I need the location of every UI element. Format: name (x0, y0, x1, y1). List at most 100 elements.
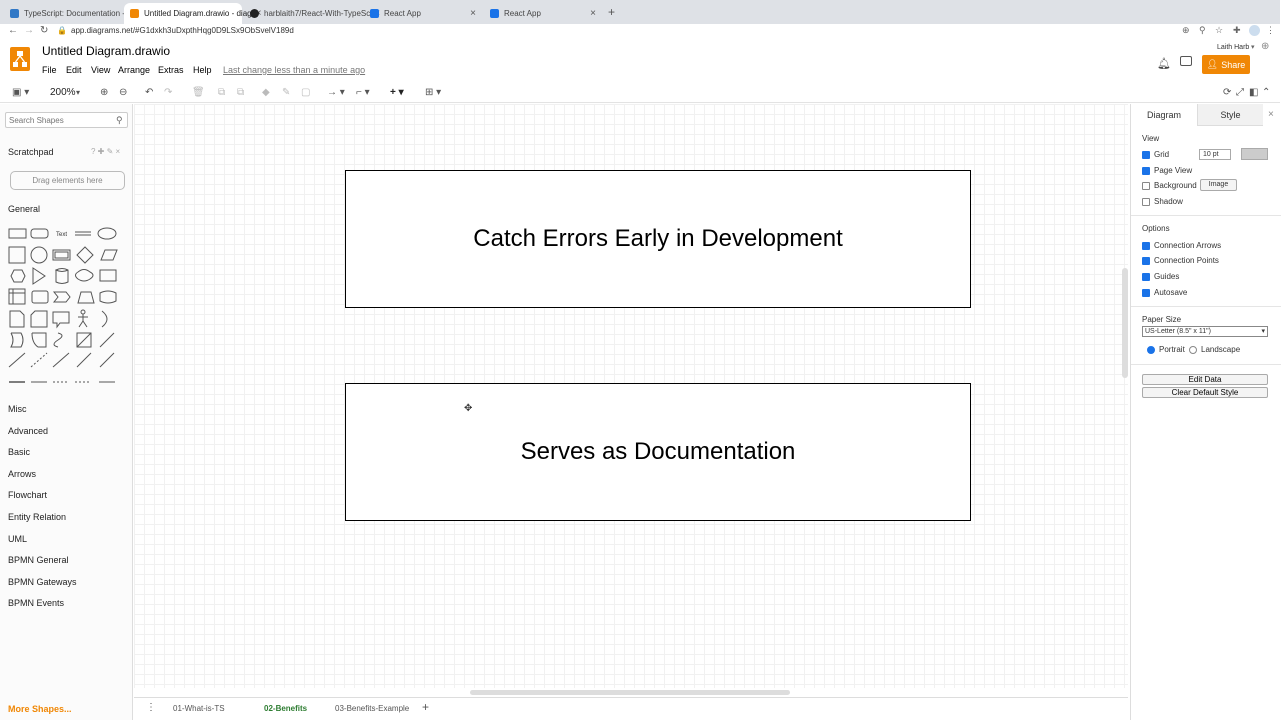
browser-tab[interactable]: TypeScript: Documentation - N × (4, 3, 143, 24)
search-shapes-input[interactable] (5, 112, 128, 128)
url-field[interactable]: app.diagrams.net/#G1dxkh3uDxpthHqg0D9LSx… (71, 26, 294, 35)
connection-points-checkbox[interactable]: Connection Points (1142, 256, 1219, 265)
back-icon[interactable]: ← (8, 25, 18, 36)
scratchpad-drop-area[interactable]: Drag elements here (10, 171, 125, 190)
section-arrows[interactable]: Arrows (8, 469, 37, 479)
section-misc[interactable]: Misc (8, 404, 27, 414)
section-uml[interactable]: UML (8, 534, 28, 544)
section-flowchart[interactable]: Flowchart (8, 490, 48, 500)
general-section-header[interactable]: General (8, 204, 41, 214)
connection-style-icon[interactable]: → ▾ (327, 87, 345, 98)
landscape-radio[interactable]: Landscape (1189, 345, 1240, 354)
diagram-canvas[interactable]: Catch Errors Early in Development Serves… (134, 104, 1128, 695)
forward-icon[interactable]: → (24, 25, 34, 36)
section-entity-relation[interactable]: Entity Relation (8, 512, 67, 522)
add-page-icon[interactable]: + (422, 700, 430, 714)
zoom-select[interactable]: 200% (50, 87, 76, 98)
vertical-scrollbar[interactable] (1122, 268, 1128, 378)
menu-edit[interactable]: Edit (66, 65, 82, 75)
horizontal-scrollbar[interactable] (470, 690, 790, 695)
tab-style[interactable]: Style (1197, 104, 1263, 126)
user-name[interactable]: Laith Harb (1217, 44, 1250, 51)
grid-color-button[interactable] (1241, 148, 1268, 160)
page-tab-active[interactable]: 02-Benefits (264, 704, 308, 713)
chevron-down-icon[interactable]: ▾ (76, 88, 81, 97)
section-bpmn-gateways[interactable]: BPMN Gateways (8, 577, 77, 587)
page-tab[interactable]: 01-What-is-TS (173, 704, 225, 713)
connection-arrows-checkbox[interactable]: Connection Arrows (1142, 241, 1221, 250)
sync-icon[interactable]: ⟳ (1223, 87, 1232, 98)
reload-icon[interactable]: ↻ (40, 25, 49, 36)
section-bpmn-events[interactable]: BPMN Events (8, 598, 65, 608)
zoom-in-icon[interactable]: ⊕ (100, 87, 109, 98)
zoom-out-icon[interactable]: ⊖ (119, 87, 128, 98)
section-advanced[interactable]: Advanced (8, 426, 49, 436)
share-button[interactable]: 👤︎ Share (1202, 55, 1250, 74)
grid-checkbox[interactable]: Grid (1142, 150, 1169, 159)
browser-menu-icon[interactable]: ⋮ (1266, 25, 1275, 35)
portrait-radio[interactable]: Portrait (1147, 345, 1185, 354)
redo-icon[interactable]: ↷ (164, 87, 173, 98)
diagram-box[interactable]: Catch Errors Early in Development (345, 170, 971, 308)
to-back-icon[interactable]: ⧉ (237, 87, 245, 98)
to-front-icon[interactable]: ⧉ (218, 87, 226, 98)
section-bpmn-general[interactable]: BPMN General (8, 555, 69, 565)
general-shapes-palette[interactable]: Text (8, 225, 126, 385)
close-icon[interactable]: × (1268, 109, 1274, 120)
line-color-icon[interactable]: ✎ (282, 87, 291, 98)
close-icon[interactable]: × (590, 8, 596, 19)
install-icon[interactable]: ⊕ (1182, 25, 1190, 35)
scratchpad-header[interactable]: Scratchpad (8, 147, 54, 157)
fill-color-icon[interactable]: ◆ (262, 87, 270, 98)
menu-view[interactable]: View (91, 65, 111, 75)
text-shape[interactable]: Text (56, 232, 67, 238)
page-tab[interactable]: 03-Benefits-Example (335, 704, 410, 713)
format-panel-toggle-icon[interactable]: ▣ ▾ (12, 87, 30, 98)
document-title[interactable]: Untitled Diagram.drawio (42, 44, 171, 58)
extensions-icon[interactable]: ✚ (1233, 25, 1241, 35)
browser-tab[interactable]: harblaith7/React-With-TypeSc × (244, 3, 380, 24)
close-icon[interactable]: × (470, 8, 476, 19)
edit-data-button[interactable]: Edit Data (1142, 374, 1268, 385)
new-tab-icon[interactable]: + (608, 5, 616, 19)
profile-avatar-icon[interactable] (1249, 25, 1260, 36)
page-view-checkbox[interactable]: Page View (1142, 166, 1192, 175)
autosave-checkbox[interactable]: Autosave (1142, 288, 1187, 297)
fullscreen-icon[interactable]: ⤢ (1236, 87, 1244, 98)
scratchpad-actions-icon[interactable]: ? ✚ ✎ × (91, 147, 121, 156)
zoom-icon[interactable]: ⚲ (1199, 25, 1206, 35)
waypoints-icon[interactable]: ⌐ ▾ (356, 87, 370, 98)
shadow-checkbox[interactable]: Shadow (1142, 197, 1183, 206)
guides-checkbox[interactable]: Guides (1142, 272, 1179, 281)
clear-default-style-button[interactable]: Clear Default Style (1142, 387, 1268, 398)
globe-icon[interactable]: ⊕ (1261, 41, 1270, 52)
browser-tab[interactable]: React App × (364, 3, 482, 24)
delete-icon[interactable]: 🗑︎ (192, 87, 205, 98)
browser-tab-active[interactable]: Untitled Diagram.drawio - diag × (124, 3, 261, 24)
grid-size-input[interactable]: 10 pt (1199, 149, 1231, 160)
search-icon[interactable]: ⚲ (116, 115, 123, 125)
notification-bell-icon[interactable]: 🔔︎ (1157, 58, 1171, 70)
chevron-down-icon[interactable]: ▾ (1251, 44, 1255, 51)
format-panel-icon[interactable]: ◧ (1249, 87, 1259, 98)
menu-extras[interactable]: Extras (158, 65, 184, 75)
menu-help[interactable]: Help (193, 65, 212, 75)
pages-menu-icon[interactable]: ⋮ (146, 702, 156, 713)
undo-icon[interactable]: ↶ (145, 87, 154, 98)
table-icon[interactable]: ⊞ ▾ (425, 87, 442, 98)
last-change-link[interactable]: Last change less than a minute ago (223, 65, 366, 75)
insert-icon[interactable]: + ▾ (390, 87, 404, 98)
menu-file[interactable]: File (42, 65, 57, 75)
bookmark-star-icon[interactable]: ☆ (1215, 25, 1224, 35)
more-shapes-button[interactable]: More Shapes... (8, 704, 72, 714)
background-checkbox[interactable]: Background (1142, 181, 1197, 190)
menu-arrange[interactable]: Arrange (118, 65, 151, 75)
collapse-icon[interactable]: ⌃ (1262, 87, 1271, 98)
paper-size-select[interactable]: US-Letter (8.5" x 11") ▾ (1142, 326, 1268, 337)
background-image-button[interactable]: Image (1200, 179, 1237, 191)
diagram-box-selected[interactable]: Serves as Documentation (345, 383, 971, 521)
comments-icon[interactable] (1180, 56, 1192, 66)
section-basic[interactable]: Basic (8, 447, 31, 457)
tab-diagram[interactable]: Diagram (1131, 104, 1197, 126)
shadow-icon[interactable]: ▢ (301, 87, 311, 98)
